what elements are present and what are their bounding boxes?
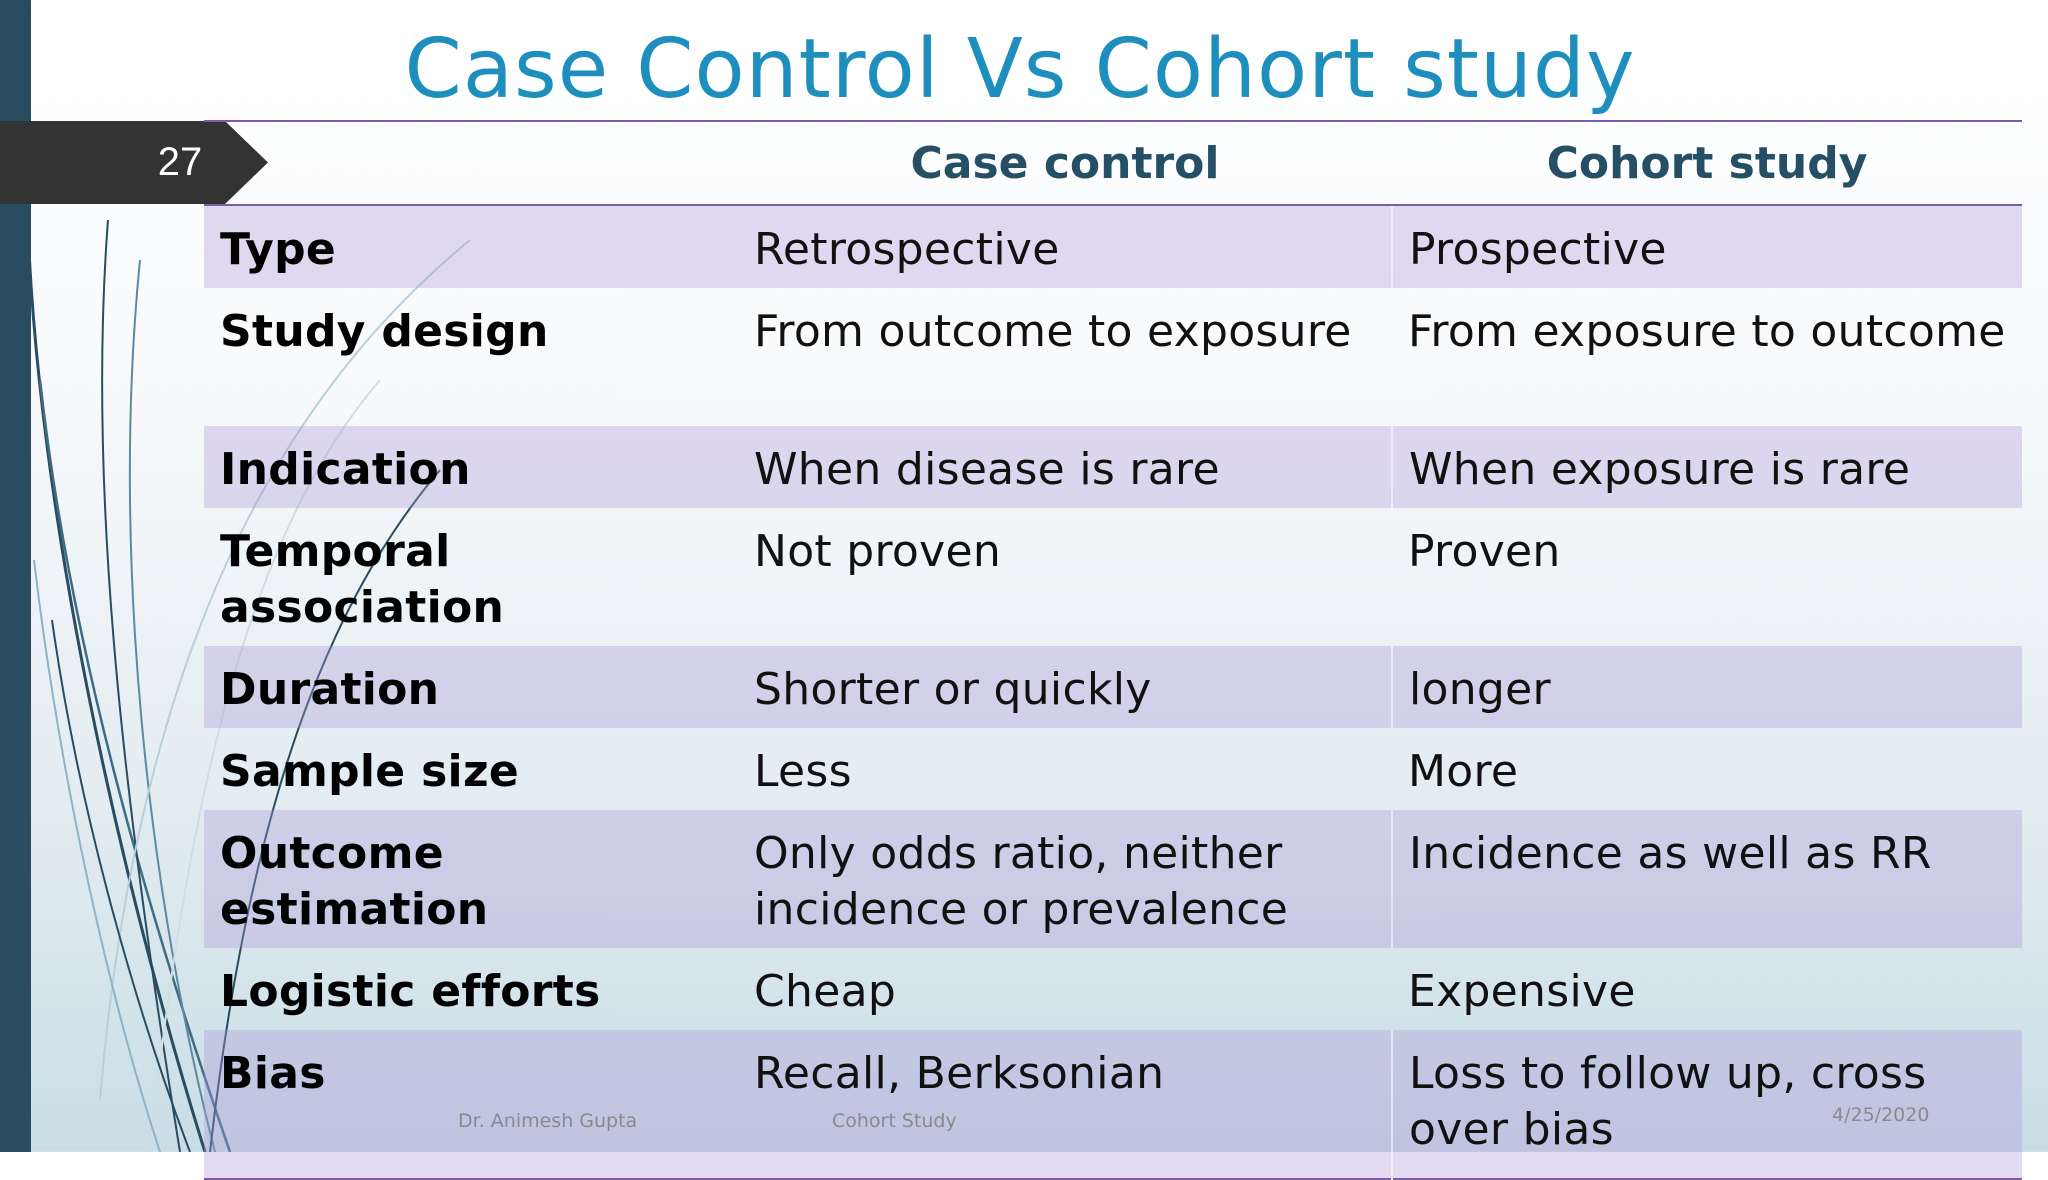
deco-curve-9	[51, 619, 191, 1152]
table-row: Type Retrospective Prospective	[204, 205, 2022, 288]
row-label: Duration	[204, 646, 738, 728]
cohort-cell: longer	[1391, 646, 2022, 728]
table-header-row: Case control Cohort study	[204, 121, 2022, 206]
case-control-cell: Shorter or quickly	[738, 646, 1392, 728]
deco-curve-4	[128, 259, 216, 1152]
slide-title: Case Control Vs Cohort study	[404, 22, 1636, 117]
table-row: Study design From outcome to exposure Fr…	[204, 288, 2022, 426]
cohort-cell: Expensive	[1408, 966, 1636, 1017]
case-control-cell: Retrospective	[738, 205, 1392, 288]
table-row: Logistic efforts Cheap Expensive	[204, 948, 2022, 1030]
row-label: Logistic efforts	[220, 966, 601, 1017]
case-control-cell: Cheap	[754, 966, 897, 1017]
cohort-cell: Incidence as well as RR	[1391, 810, 2022, 948]
case-control-cell: Less	[754, 746, 852, 797]
slide-number: 27	[157, 140, 203, 184]
footer-author: Dr. Animesh Gupta	[458, 1110, 638, 1132]
table-row: Sample size Less More	[204, 728, 2022, 810]
table-row: Duration Shorter or quickly longer	[204, 646, 2022, 728]
row-label: Indication	[204, 426, 738, 508]
footer-topic: Cohort Study	[832, 1110, 957, 1132]
table-row: Bias Recall, Berksonian Loss to follow u…	[204, 1030, 2022, 1179]
table-row: Temporal association Not proven Proven	[204, 508, 2022, 646]
cohort-cell: Proven	[1408, 526, 1561, 577]
header-cohort-study: Cohort study	[1392, 121, 2022, 206]
row-label: Outcome estimation	[204, 810, 738, 948]
case-control-cell: Recall, Berksonian	[738, 1030, 1392, 1179]
cohort-cell: When exposure is rare	[1391, 426, 2022, 508]
table-row: Indication When disease is rare When exp…	[204, 426, 2022, 508]
comparison-table: Case control Cohort study Type Retrospec…	[204, 120, 2022, 1180]
deco-curve-1	[26, 229, 207, 1152]
case-control-cell: Not proven	[754, 526, 1002, 577]
row-label: Type	[204, 205, 738, 288]
table-row: Outcome estimation Only odds ratio, neit…	[204, 810, 2022, 948]
header-case-control: Case control	[738, 121, 1392, 206]
row-label: Study design	[220, 306, 549, 357]
deco-curve-3	[101, 219, 181, 1152]
case-control-cell: From outcome to exposure	[754, 306, 1352, 357]
deco-curve-2	[38, 379, 232, 1152]
footer-date: 4/25/2020	[1832, 1104, 1930, 1126]
row-label: Sample size	[220, 746, 519, 797]
cohort-cell: More	[1408, 746, 1519, 797]
case-control-cell: Only odds ratio, neither incidence or pr…	[738, 810, 1392, 948]
row-label: Bias	[204, 1030, 738, 1179]
row-label: Temporal association	[220, 526, 505, 633]
cohort-cell: Prospective	[1391, 205, 2022, 288]
header-empty	[204, 121, 738, 206]
case-control-cell: When disease is rare	[738, 426, 1392, 508]
cohort-cell: From exposure to outcome	[1408, 306, 2006, 357]
deco-curve-8	[33, 559, 161, 1152]
